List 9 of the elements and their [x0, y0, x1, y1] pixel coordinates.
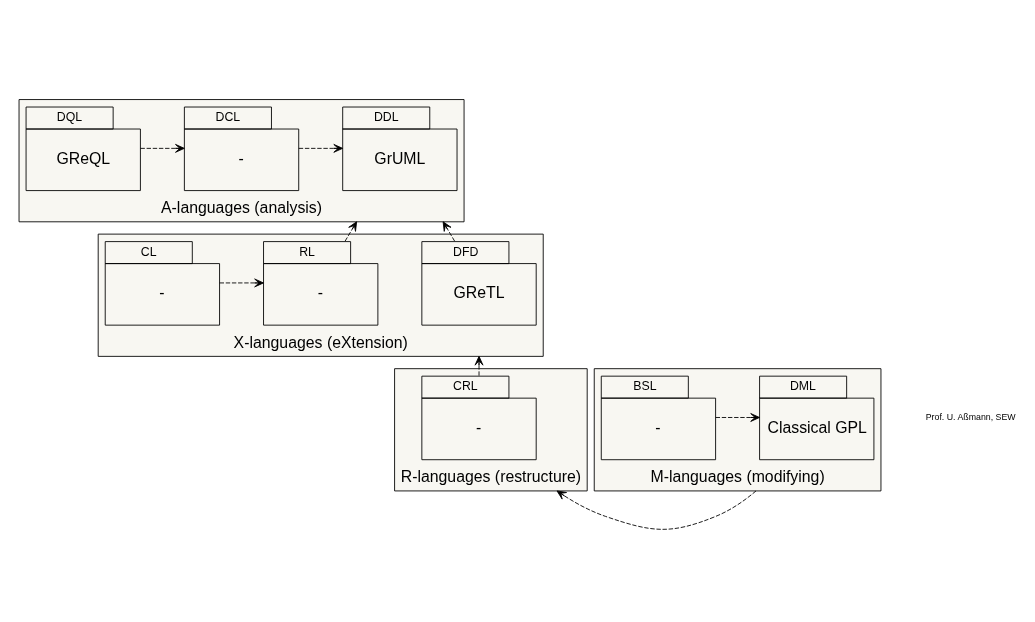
arrow [556, 490, 757, 530]
arrow [298, 143, 344, 153]
arrow [442, 221, 456, 242]
arrow [715, 413, 760, 422]
arrow [474, 355, 484, 377]
arrow [140, 143, 185, 153]
arrow [219, 278, 264, 288]
arrow [344, 221, 358, 242]
label: Prof. U. Aßmann, SEW [925, 411, 1016, 422]
